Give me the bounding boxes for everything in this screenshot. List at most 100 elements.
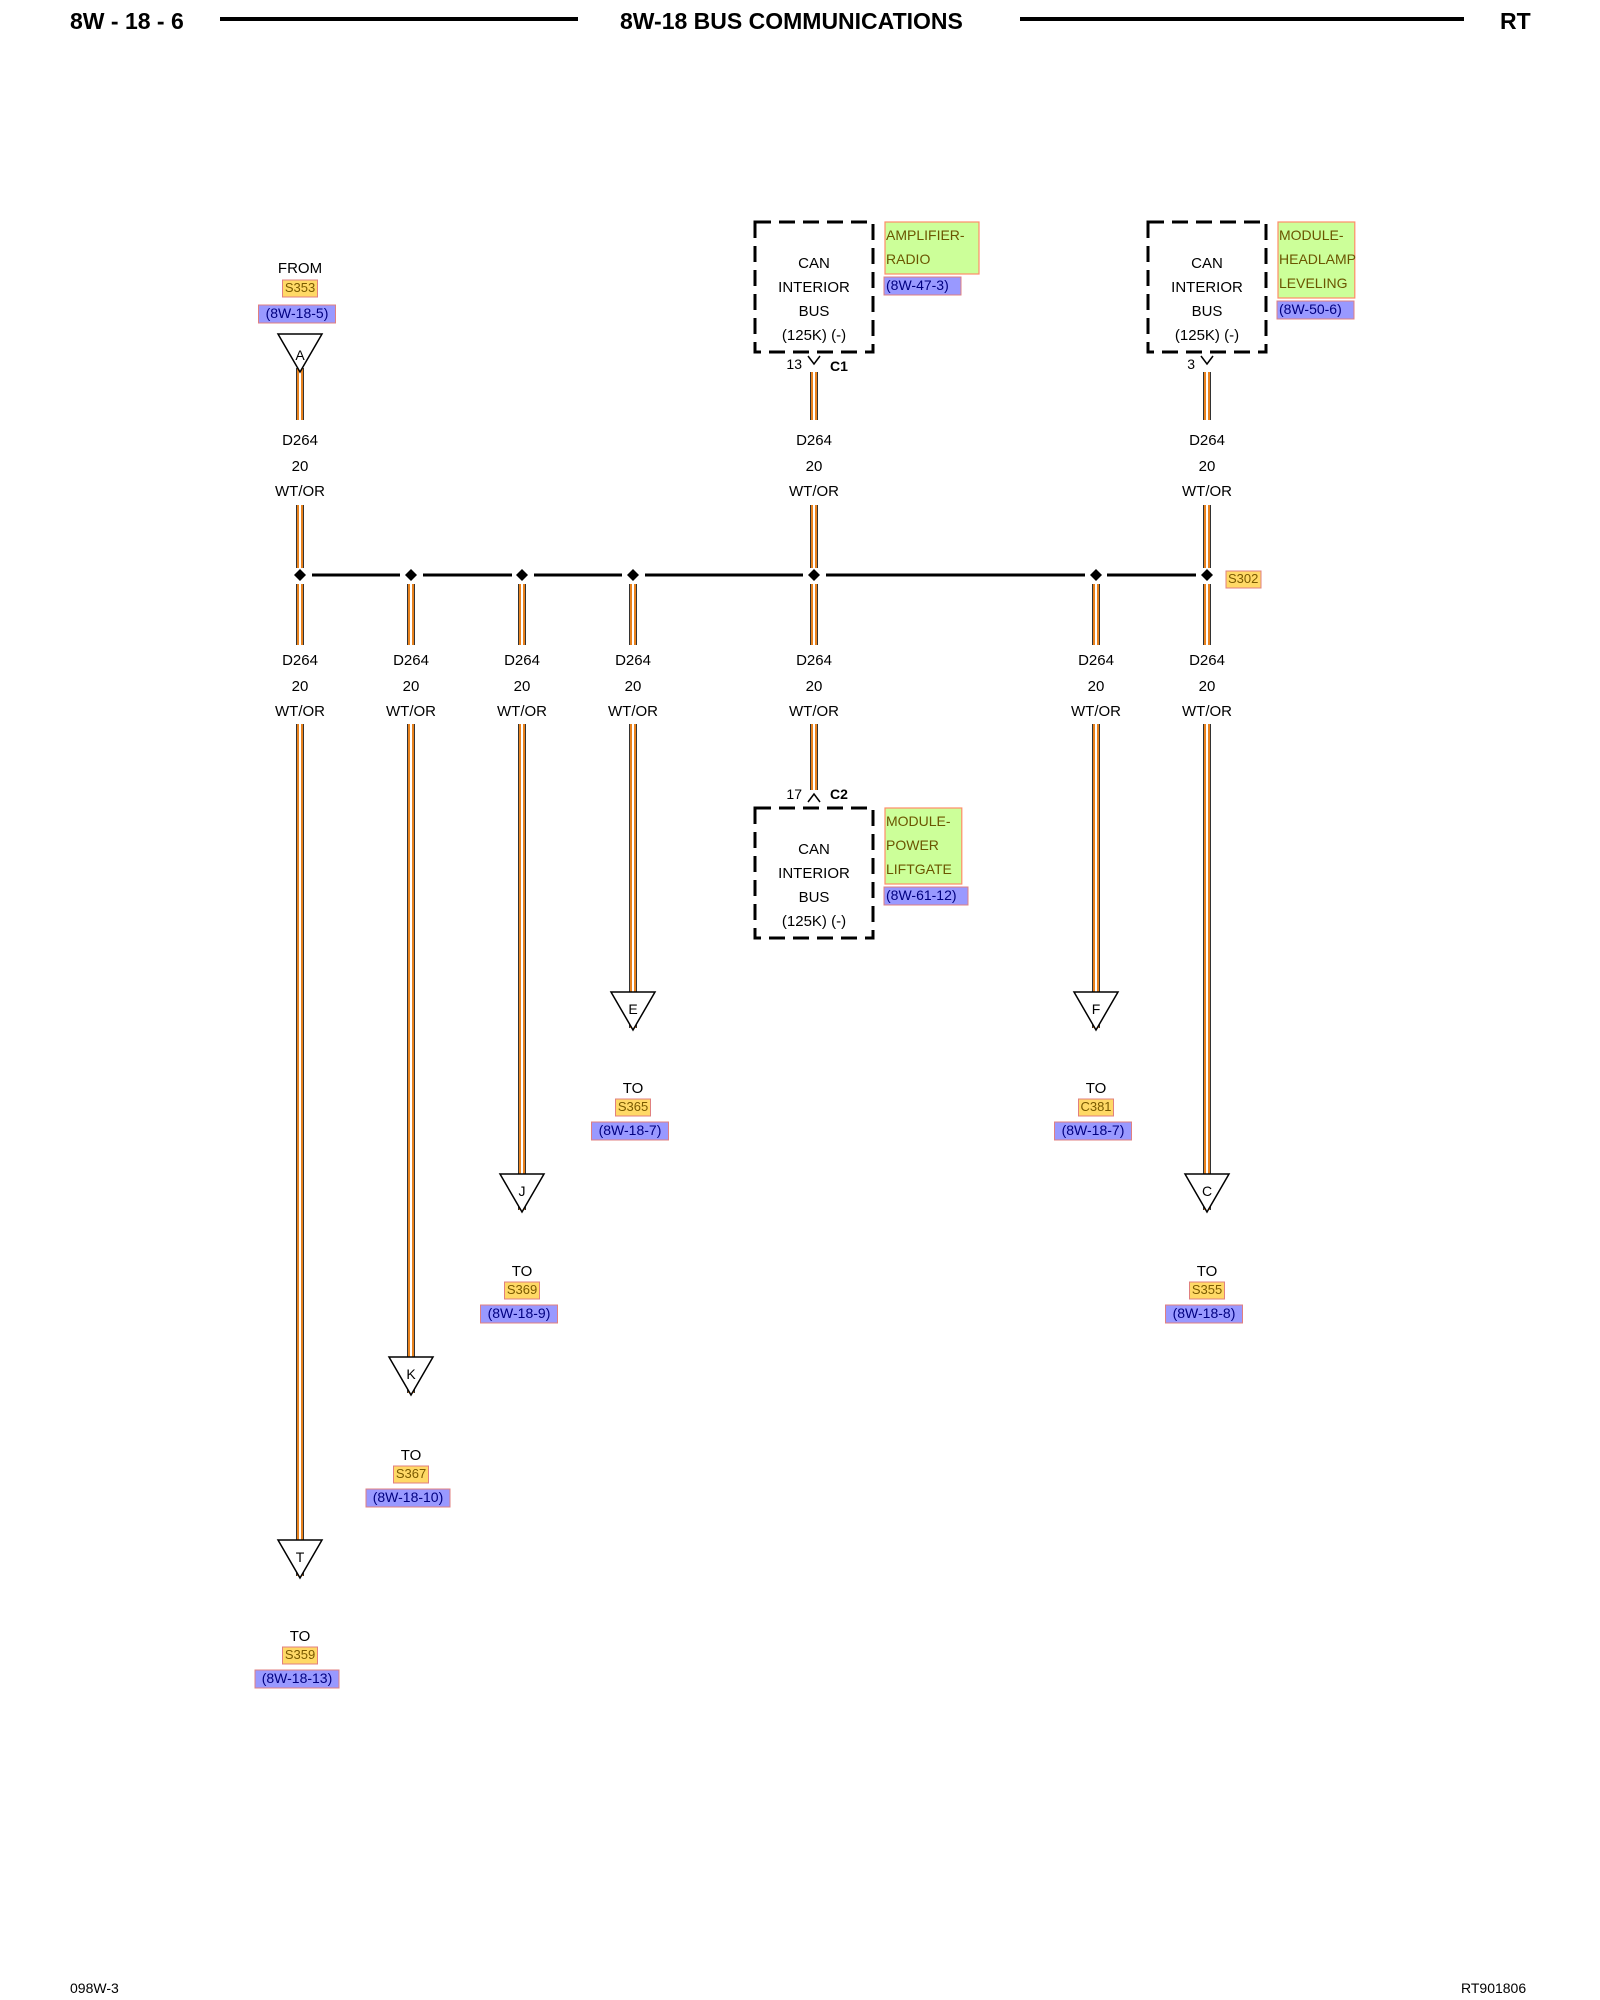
to-connector-k-splice-bg <box>393 1465 429 1484</box>
wire-label-lower-j-color: WT/OR <box>497 703 547 720</box>
to-connector-e-page-ref: (8W-18-7) <box>591 1121 669 1141</box>
header-rule-left <box>220 17 578 21</box>
wire-label-lower-k-circuit: D264 <box>393 652 429 669</box>
module-power-liftgate-box <box>753 806 875 940</box>
wire-label-from-a-color: WT/OR <box>275 483 325 500</box>
from-label: FROM <box>278 260 322 277</box>
to-connector-c-page-ref-bg <box>1165 1304 1243 1324</box>
wire-label-lower-j-gauge: 20 <box>514 678 531 695</box>
wire-labels: D26420WT/ORD26420WT/ORD26420WT/ORD26420W… <box>275 432 1232 720</box>
module-headlamp-leveling-name-bg <box>1277 221 1356 299</box>
to-connector-k-to-label: TO <box>401 1447 422 1464</box>
module-headlamp-leveling-function-line: CAN <box>1191 255 1223 272</box>
module-headlamp-leveling-page-ref: (8W-50-6) <box>1276 300 1355 320</box>
to-connector-t-shape <box>276 1539 324 1580</box>
amplifier-radio-box <box>753 220 875 354</box>
module-power-liftgate-name-bg <box>884 807 963 885</box>
module-headlamp-leveling-name-line: MODULE- <box>1279 227 1344 243</box>
to-connector-t-splice: S359 <box>282 1646 318 1665</box>
wire-label-amp-circuit: D264 <box>796 432 832 449</box>
splice-nodes <box>294 569 1213 581</box>
to-connector-j-letter: J <box>519 1183 526 1199</box>
wire-label-lower-m-gauge: 20 <box>806 678 823 695</box>
to-connector-j-splice-text: S369 <box>507 1282 537 1297</box>
connectors: FROMS353(8W-18-5)ATTOS359(8W-18-13)KTOS3… <box>254 260 1243 1689</box>
amplifier-radio-function-line: INTERIOR <box>778 279 850 296</box>
to-connector-t-to-label: TO <box>290 1628 311 1645</box>
wire-label-lower-f-circuit: D264 <box>1078 652 1114 669</box>
amplifier-radio-name-bg <box>884 221 980 275</box>
from-letter: A <box>295 347 305 363</box>
to-connector-j-page-ref-text: (8W-18-9) <box>488 1305 551 1321</box>
splice-name-group: S302 <box>1225 570 1262 589</box>
to-connector-e-letter: E <box>628 1001 637 1017</box>
splice-s302-label-bg <box>1225 570 1262 589</box>
module-headlamp-leveling-box <box>1146 220 1268 354</box>
wire-label-lower-c-color: WT/OR <box>1182 703 1232 720</box>
to-connector-k-page-ref-text: (8W-18-10) <box>373 1489 444 1505</box>
to-connector-e-shape <box>609 991 657 1032</box>
amplifier-radio-page-ref-bg <box>883 276 962 296</box>
wire-label-lower-a-color: WT/OR <box>275 703 325 720</box>
module-headlamp-leveling-name-line: HEADLAMP <box>1279 251 1356 267</box>
splice-node <box>808 569 820 581</box>
from-splice-s353-bg <box>282 279 318 298</box>
to-connector-e-splice-text: S365 <box>618 1099 648 1114</box>
to-connector-f-page-ref: (8W-18-7) <box>1054 1121 1132 1141</box>
to-connector-k-shape <box>387 1356 435 1397</box>
to-connector-f-splice-bg <box>1078 1098 1114 1117</box>
to-connector-f-page-ref-bg <box>1054 1121 1132 1141</box>
to-connector-c-splice-bg <box>1189 1281 1225 1300</box>
module-power-liftgate-page-ref: (8W-61-12) <box>883 886 969 906</box>
module-headlamp-leveling-name-line: LEVELING <box>1279 275 1347 291</box>
to-connector-c-letter: C <box>1202 1183 1212 1199</box>
amplifier-radio-function-line: BUS <box>799 303 830 320</box>
to-connector-t-page-ref-text: (8W-18-13) <box>262 1670 333 1686</box>
to-connector-j-page-ref: (8W-18-9) <box>480 1304 558 1324</box>
to-connector-c-page-ref: (8W-18-8) <box>1165 1304 1243 1324</box>
to-connector-f-shape <box>1072 991 1120 1032</box>
wires <box>296 368 1211 1576</box>
splice-s302-label: S302 <box>1225 570 1262 589</box>
module-power-liftgate-name-line: MODULE- <box>886 813 951 829</box>
wire-label-hl-color: WT/OR <box>1182 483 1232 500</box>
to-connector-f-page-ref-text: (8W-18-7) <box>1062 1122 1125 1138</box>
from-page-ref-text: (8W-18-5) <box>266 305 329 321</box>
from-connector-a: FROM S353 (8W-18-5) A <box>258 260 336 374</box>
wire-label-lower-e-gauge: 20 <box>625 678 642 695</box>
wire-label-amp-gauge: 20 <box>806 458 823 475</box>
from-connector-shape <box>276 333 324 374</box>
splice-node <box>405 569 417 581</box>
to-connector-j-splice-bg <box>504 1281 540 1300</box>
wire-label-amp-color: WT/OR <box>789 483 839 500</box>
module-headlamp-leveling-page-ref-bg <box>1276 300 1355 320</box>
wire-label-lower-j-circuit: D264 <box>504 652 540 669</box>
to-connector-k-splice: S367 <box>393 1465 429 1484</box>
amplifier-radio-connector: C1 <box>830 358 848 374</box>
amplifier-radio-page-ref-text: (8W-47-3) <box>886 277 949 293</box>
module-power-liftgate-pin: 17 <box>786 786 802 802</box>
wire-label-lower-m-circuit: D264 <box>796 652 832 669</box>
to-connector-c-to-label: TO <box>1197 1263 1218 1280</box>
wire-label-lower-k-gauge: 20 <box>403 678 420 695</box>
to-connector-k-page-ref: (8W-18-10) <box>365 1488 451 1508</box>
page-number: 8W - 18 - 6 <box>70 8 184 34</box>
to-connector-t-page-ref: (8W-18-13) <box>254 1669 340 1689</box>
module-power-liftgate-page-ref-bg <box>883 886 969 906</box>
model-code: RT <box>1500 8 1531 34</box>
module-headlamp-leveling-pin-mark <box>1200 355 1214 366</box>
from-splice-s353: S353 <box>282 279 318 298</box>
to-connector-k-splice-text: S367 <box>396 1466 426 1481</box>
from-page-ref-bg <box>258 304 336 324</box>
to-connector-t-page-ref-bg <box>254 1669 340 1689</box>
